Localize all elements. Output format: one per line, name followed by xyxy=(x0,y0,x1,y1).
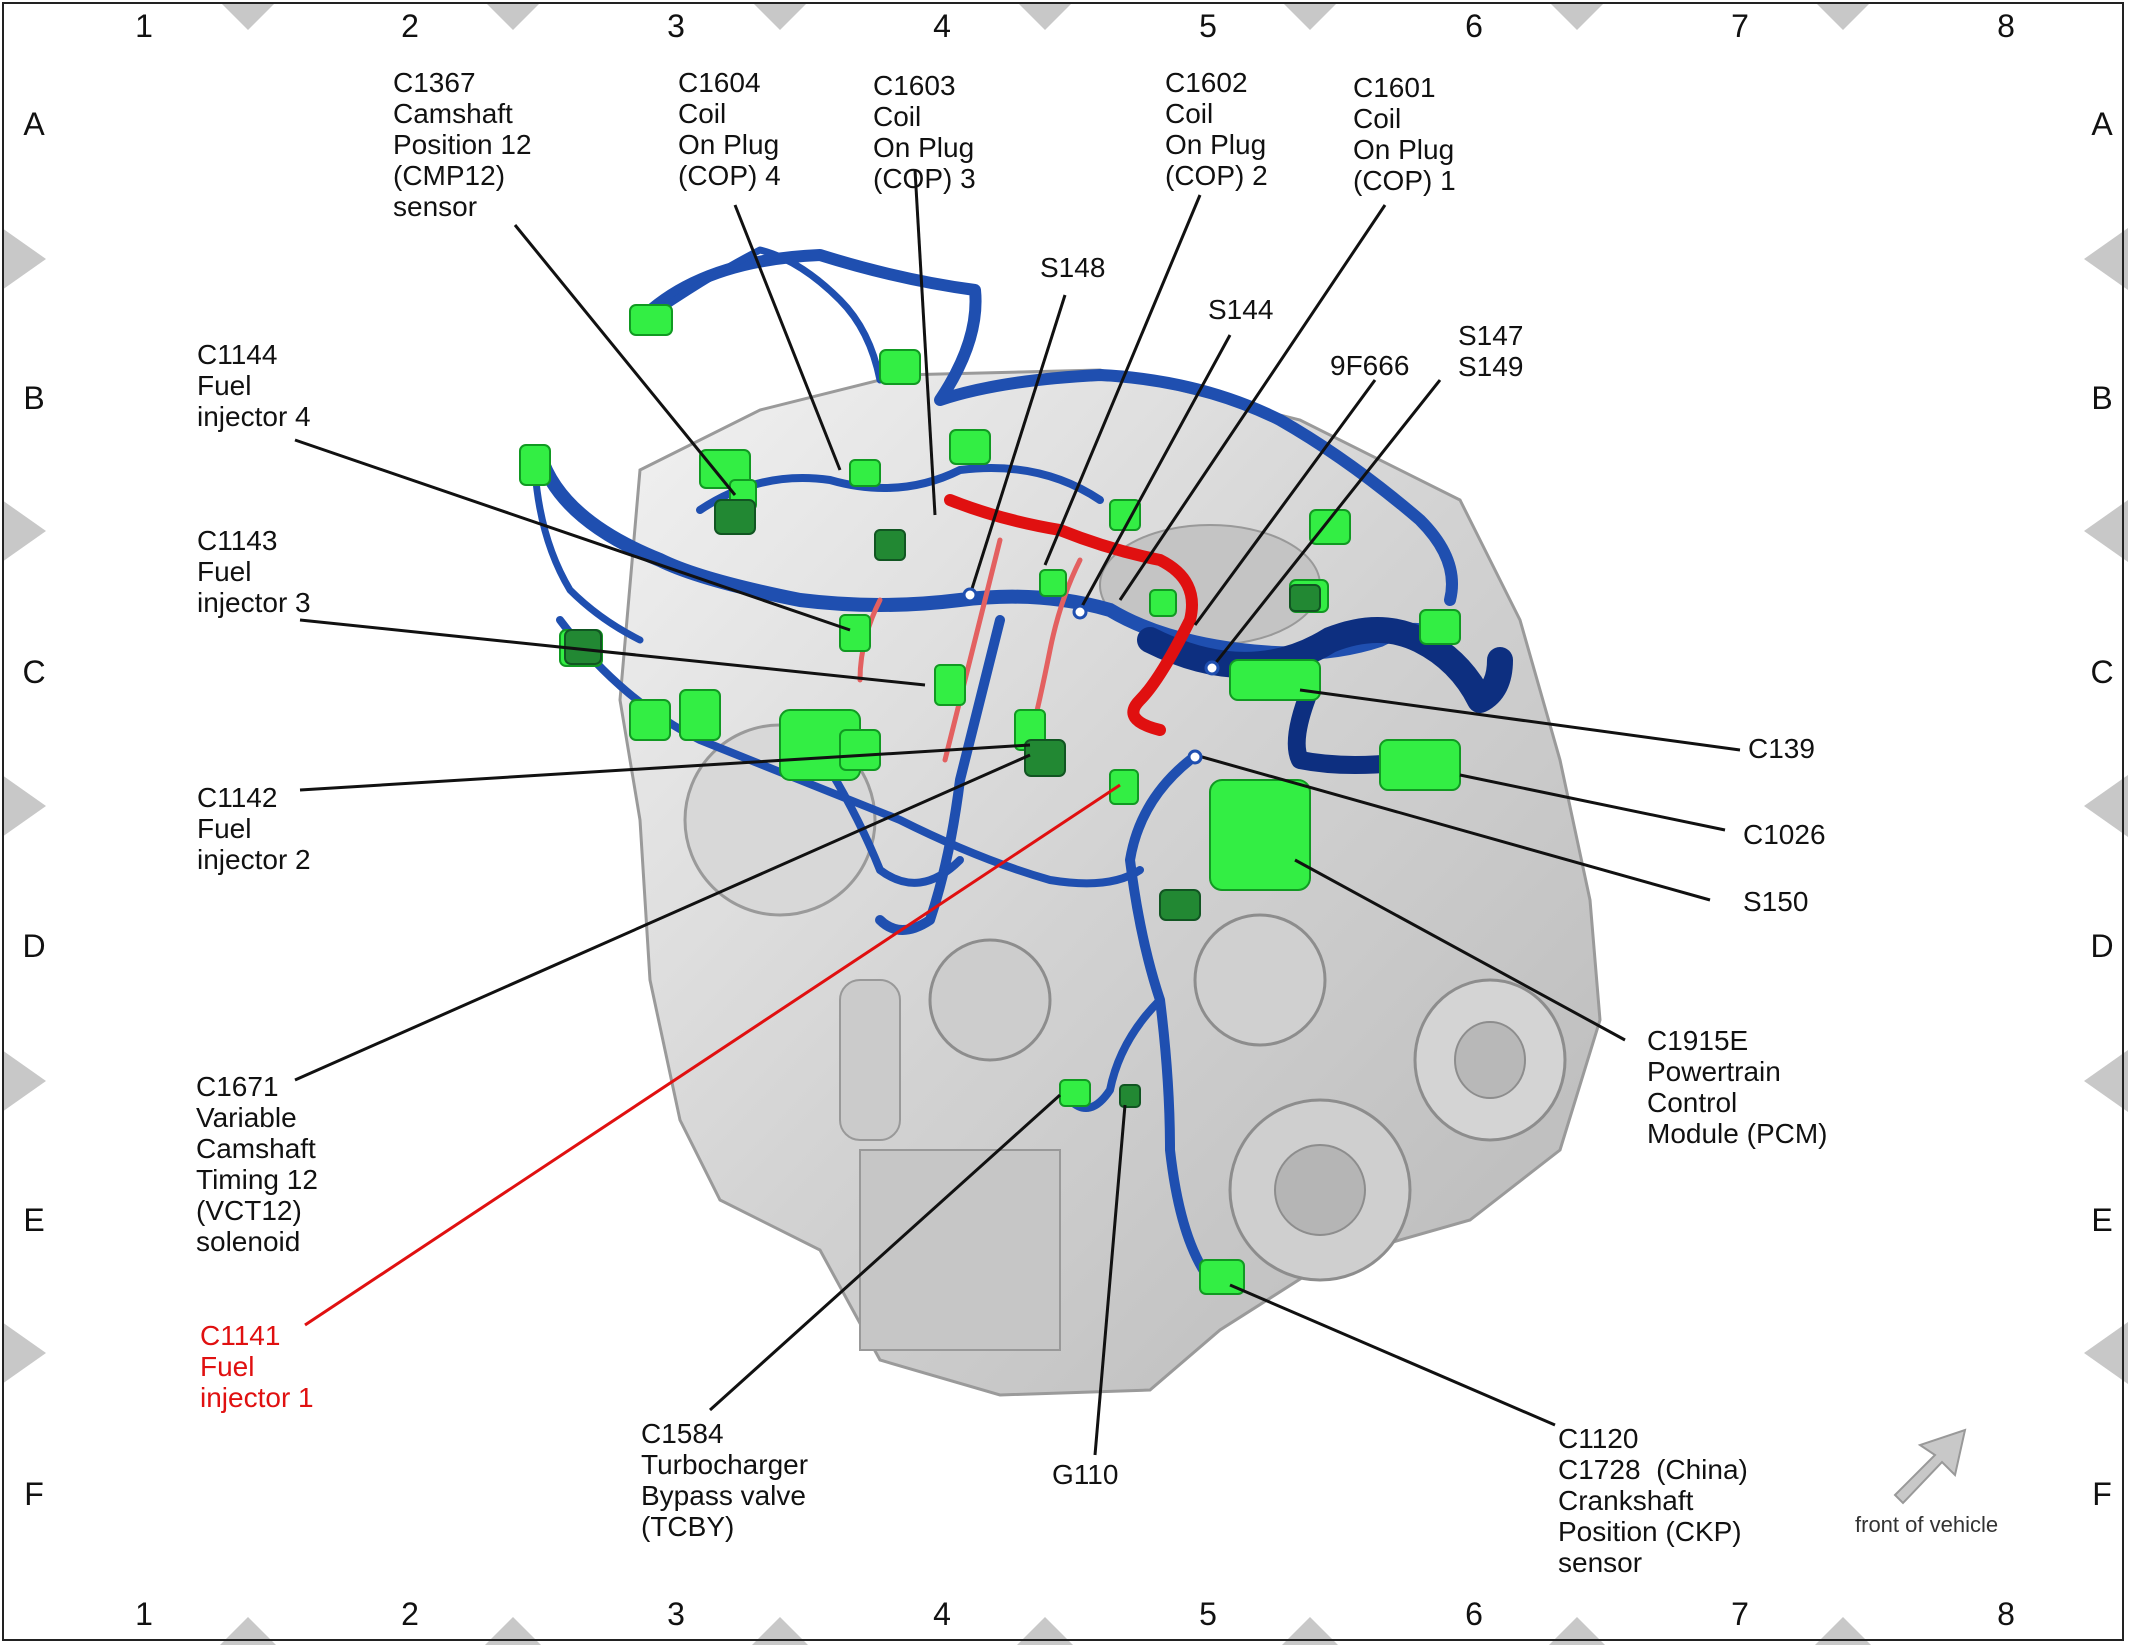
callout-c1143-label: C1143 Fuel injector 3 xyxy=(197,525,311,618)
grid-col-top-2: 2 xyxy=(401,8,419,44)
grid-col-top-5: 5 xyxy=(1199,8,1217,44)
callout-c1120-c1728-label: C1120 C1728 (China) Crankshaft Position … xyxy=(1558,1423,1748,1578)
connectors xyxy=(519,304,1461,1295)
front-of-vehicle-label: front of vehicle xyxy=(1855,1512,1999,1537)
callout-c1603-label: C1603 Coil On Plug (COP) 3 xyxy=(873,70,976,194)
grid-col-bottom-7: 7 xyxy=(1731,1596,1749,1632)
callout-c1141-label: C1141 Fuel injector 1 xyxy=(200,1320,314,1413)
grid-col-top-4: 4 xyxy=(933,8,951,44)
grid-row-right-b: B xyxy=(2091,380,2113,416)
callout-c1584-label: C1584 Turbocharger Bypass valve (TCBY) xyxy=(641,1418,809,1542)
grid-row-left-c: C xyxy=(22,654,46,690)
grid-row-left-e: E xyxy=(23,1202,45,1238)
callout-c1367-label: C1367 Camshaft Position 12 (CMP12) senso… xyxy=(393,67,532,222)
grid-row-right-c: C xyxy=(2090,654,2114,690)
callout-9f666-label: 9F666 xyxy=(1330,350,1410,381)
grid-row-left-a: A xyxy=(23,106,45,142)
callout-s148-label: S148 xyxy=(1040,252,1106,283)
grid-col-bottom-2: 2 xyxy=(401,1596,419,1632)
grid-row-right-f: F xyxy=(2092,1476,2112,1512)
callout-g110-label: G110 xyxy=(1052,1459,1119,1490)
front-of-vehicle-arrow xyxy=(1893,1428,1967,1505)
callout-c139-label: C139 xyxy=(1748,733,1815,764)
callout-s147-s149-label: S147 S149 xyxy=(1458,320,1524,382)
callout-c1671-label: C1671 Variable Camshaft Timing 12 (VCT12… xyxy=(196,1071,318,1257)
grid-col-top-1: 1 xyxy=(135,8,153,44)
callout-c1604-label: C1604 Coil On Plug (COP) 4 xyxy=(678,67,781,191)
callout-c1601-label: C1601 Coil On Plug (COP) 1 xyxy=(1353,72,1456,196)
grid-col-top-3: 3 xyxy=(667,8,685,44)
callout-lines xyxy=(294,169,1741,1456)
callout-s144-label: S144 xyxy=(1208,294,1274,325)
grid-col-bottom-1: 1 xyxy=(135,1596,153,1632)
callout-c1602-label: C1602 Coil On Plug (COP) 2 xyxy=(1165,67,1268,191)
grid-col-top-8: 8 xyxy=(1997,8,2015,44)
callout-c1142-label: C1142 Fuel injector 2 xyxy=(197,782,311,875)
grid-col-bottom-3: 3 xyxy=(667,1596,685,1632)
grid-row-left-b: B xyxy=(23,380,45,416)
grid-col-bottom-5: 5 xyxy=(1199,1596,1217,1632)
callout-s150-label: S150 xyxy=(1743,886,1809,917)
grid-col-bottom-4: 4 xyxy=(933,1596,951,1632)
grid-row-left-d: D xyxy=(22,928,46,964)
grid-col-bottom-6: 6 xyxy=(1465,1596,1483,1632)
callout-c1026-label: C1026 xyxy=(1743,819,1826,850)
grid-row-right-d: D xyxy=(2090,928,2114,964)
callout-c1144-label: C1144 Fuel injector 4 xyxy=(197,339,311,432)
grid-row-left-f: F xyxy=(24,1476,44,1512)
callout-c1915e-label: C1915E Powertrain Control Module (PCM) xyxy=(1647,1025,1828,1149)
grid-col-bottom-8: 8 xyxy=(1997,1596,2015,1632)
grid-row-right-a: A xyxy=(2091,106,2113,142)
splice-markers xyxy=(962,587,1220,765)
grid-row-right-e: E xyxy=(2091,1202,2113,1238)
c1141-leader-line xyxy=(304,783,1121,1327)
grid-col-top-7: 7 xyxy=(1731,8,1749,44)
grid-col-top-6: 6 xyxy=(1465,8,1483,44)
dark-connectors xyxy=(564,499,1321,1108)
